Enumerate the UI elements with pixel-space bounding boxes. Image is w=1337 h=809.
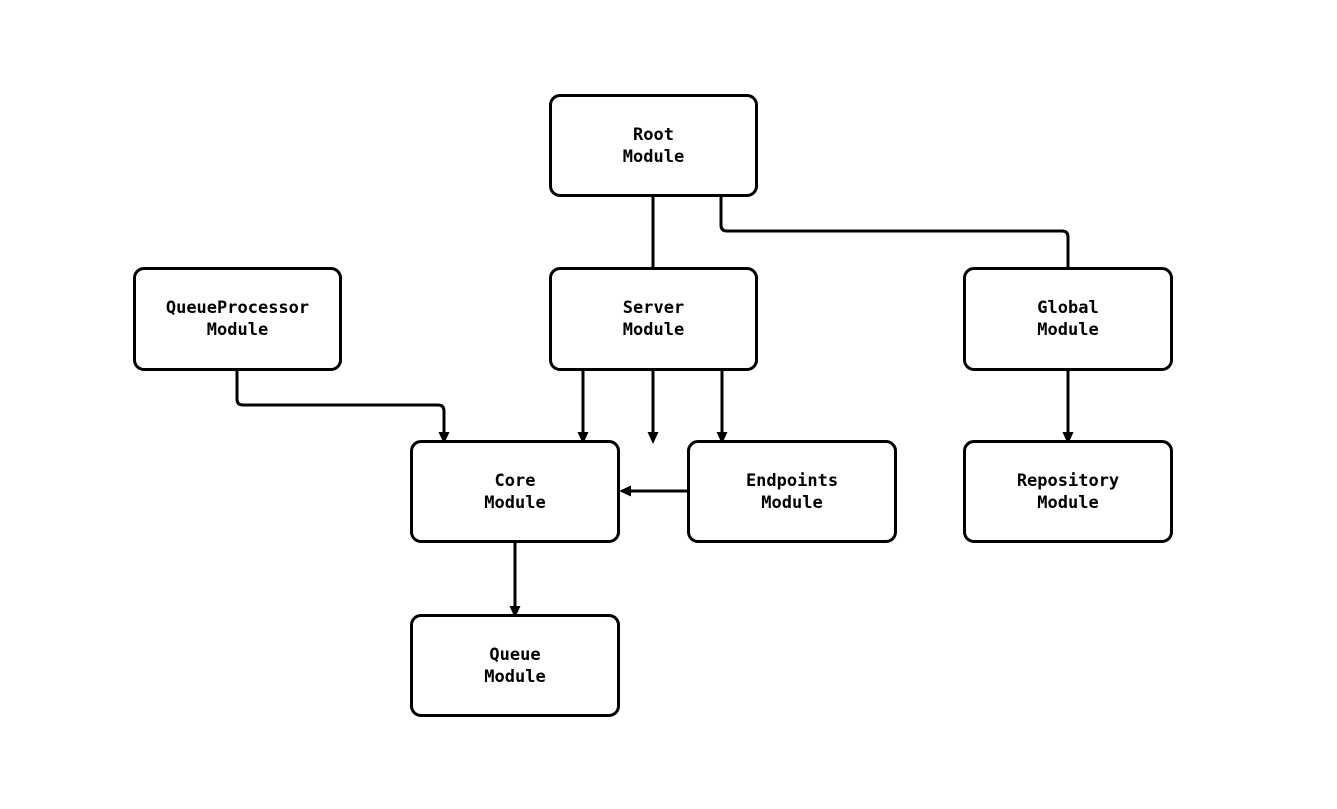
node-global-module[interactable]: Global Module — [963, 267, 1173, 371]
node-core-module-line2: Module — [484, 492, 546, 513]
node-server-module[interactable]: Server Module — [549, 267, 758, 371]
node-endpoints-module-line2: Module — [761, 492, 823, 513]
node-global-module-line2: Module — [1037, 320, 1099, 340]
node-queueprocessor-module[interactable]: QueueProcessor Module — [133, 267, 342, 371]
node-repository-module-line1: Repository — [1016, 470, 1120, 491]
node-root-module-line1: Root — [633, 124, 674, 145]
node-queueprocessor-module-line2: Module — [206, 320, 269, 340]
node-queueprocessor-module-line1: QueueProcessor — [165, 298, 310, 318]
node-root-module-line2: Module — [622, 146, 685, 167]
node-queue-module-line2: Module — [484, 666, 546, 687]
edge-queueprocessor-to-core — [235, 371, 450, 444]
node-core-module[interactable]: Core Module — [410, 440, 620, 543]
node-server-module-line1: Server — [622, 298, 685, 318]
node-global-module-line1: Global — [1037, 298, 1099, 318]
node-endpoints-module[interactable]: Endpoints Module — [687, 440, 897, 543]
edges-group — [235, 197, 1074, 618]
node-repository-module-line2: Module — [1037, 492, 1099, 513]
edge-root-to-global — [719, 197, 1074, 444]
node-queue-module[interactable]: Queue Module — [410, 614, 620, 717]
node-repository-module[interactable]: Repository Module — [963, 440, 1173, 543]
node-server-module-line2: Module — [622, 320, 685, 340]
node-core-module-line1: Core — [494, 470, 536, 491]
node-endpoints-module-line1: Endpoints — [745, 470, 839, 491]
node-root-module[interactable]: Root Module — [549, 94, 758, 197]
node-queue-module-line1: Queue — [489, 644, 541, 665]
